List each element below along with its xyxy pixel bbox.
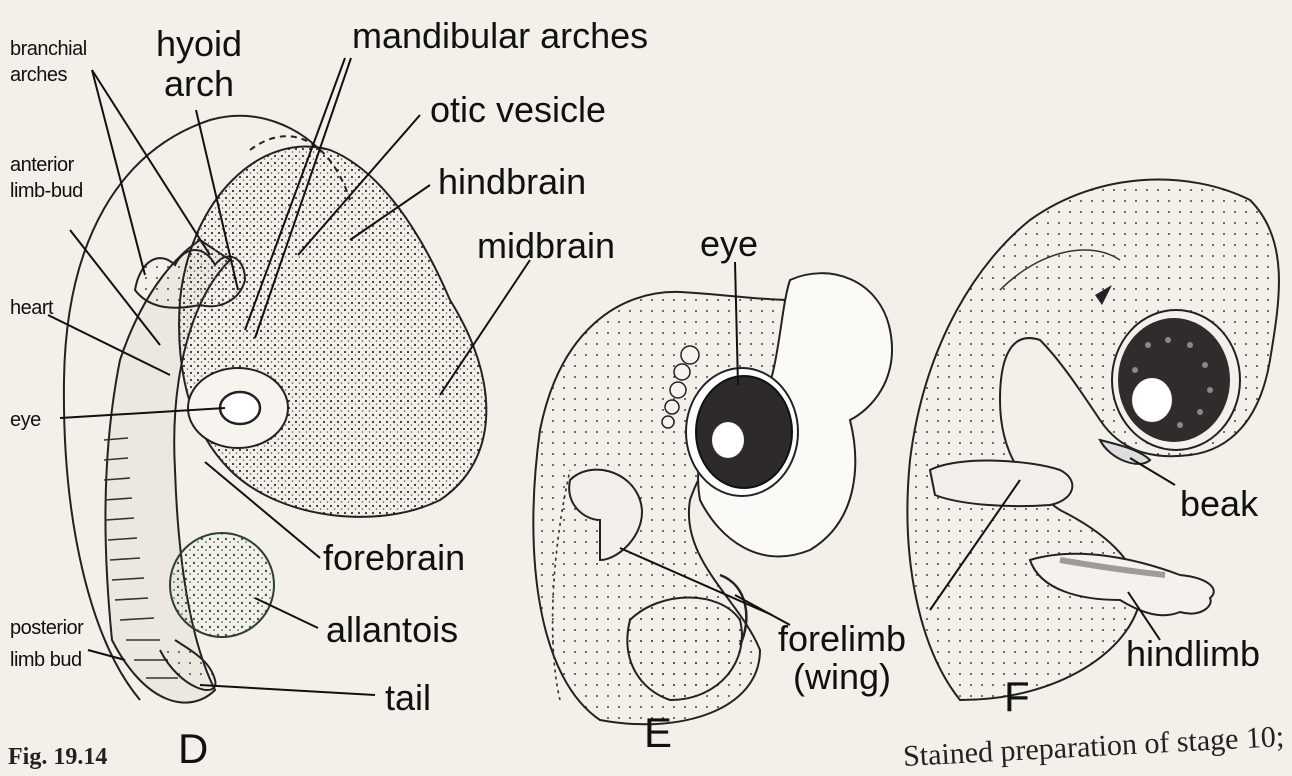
allantois-shape (170, 533, 274, 637)
eye-f-pupil (1118, 318, 1230, 442)
eye-e-lens (712, 422, 744, 458)
label-tail: tail (385, 680, 431, 716)
embryo-f (907, 180, 1278, 700)
label-forebrain: forebrain (323, 540, 465, 576)
head-d (179, 147, 486, 517)
label-beak: beak (1180, 486, 1258, 522)
label-eye-e: eye (700, 226, 758, 262)
label-midbrain: midbrain (477, 228, 615, 264)
label-otic-vesicle: otic vesicle (430, 92, 606, 128)
panel-label-f: F (1004, 676, 1030, 718)
body-f (907, 180, 1278, 700)
label-allantois: allantois (326, 612, 458, 648)
eye-e-pupil (696, 376, 792, 488)
label-hindlimb: hindlimb (1126, 636, 1260, 672)
label-hindbrain: hindbrain (438, 164, 586, 200)
eye-d-lens (220, 392, 260, 424)
label-mandibular-arches: mandibular arches (352, 18, 648, 54)
arches-d (135, 250, 245, 308)
label-heart: heart (10, 298, 53, 318)
eye-f-lens (1132, 378, 1172, 422)
label-eye-d: eye (10, 410, 41, 430)
panel-label-d: D (178, 728, 208, 770)
label-forelimb-wing: forelimb(wing) (778, 620, 906, 696)
forelimb-f-shape (930, 461, 1072, 507)
panel-label-e: E (644, 712, 672, 754)
figure-number: Fig. 19.14 (8, 744, 107, 771)
